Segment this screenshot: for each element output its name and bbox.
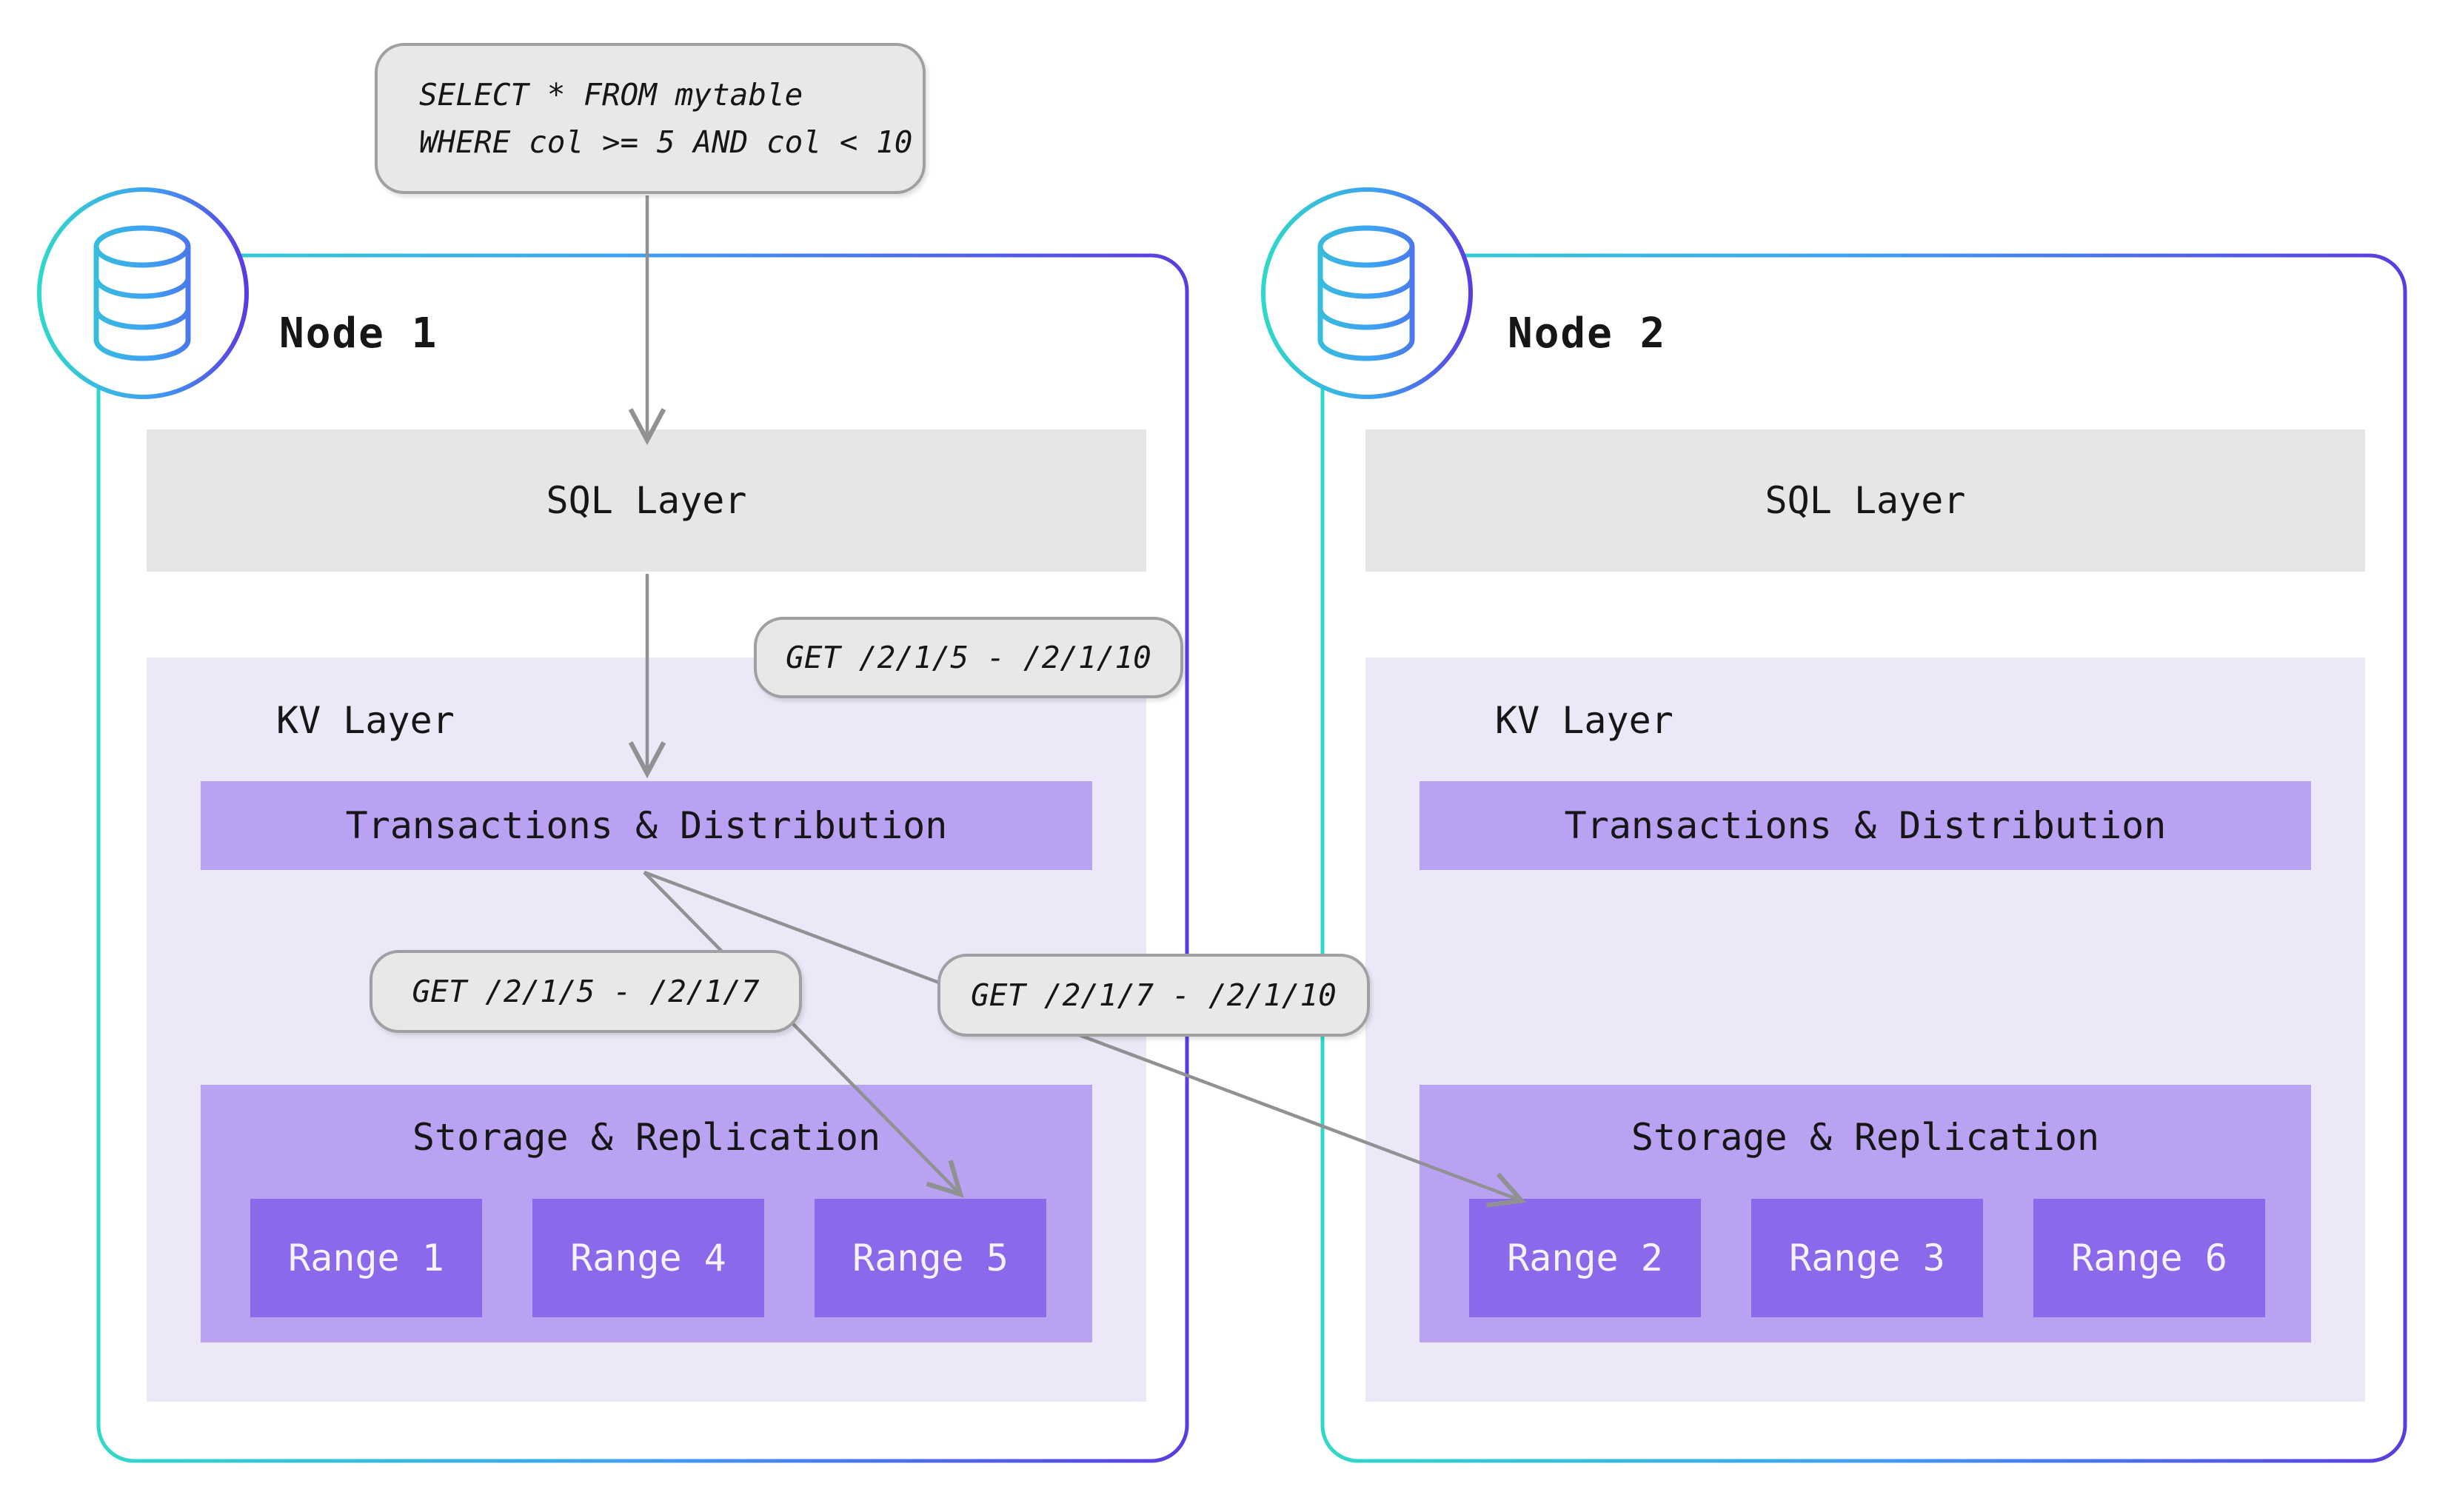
node2-kv-layer-label: KV Layer <box>1495 699 1673 742</box>
sql-query-line2: WHERE col >= 5 AND col < 10 <box>419 124 913 160</box>
node1-border <box>96 253 1189 1463</box>
node2-transactions-label: Transactions & Distribution <box>1564 804 2167 847</box>
node2-storage-label: Storage & Replication <box>1631 1116 2100 1159</box>
range-label: Range 1 <box>288 1237 444 1279</box>
node2-range-3: Range 3 <box>1751 1199 1983 1317</box>
node2-range-2: Range 2 <box>1469 1199 1701 1317</box>
node1-range-1: Range 1 <box>250 1199 482 1317</box>
get-range-label: GET /2/1/5 - /2/1/7 <box>412 974 760 1009</box>
get-range-bubble-full: GET /2/1/5 - /2/1/10 <box>754 617 1183 698</box>
range-label: Range 4 <box>570 1237 726 1279</box>
node2-border <box>1320 253 2407 1463</box>
node1-sql-layer-label: SQL Layer <box>546 479 747 522</box>
node1-kv-layer-label: KV Layer <box>276 699 455 742</box>
database-icon <box>37 187 249 399</box>
sql-query-line1: SELECT * FROM mytable <box>419 77 803 113</box>
node1-sql-layer: SQL Layer <box>147 429 1146 572</box>
node2-title: Node 2 <box>1508 310 1667 358</box>
node1-transactions-distribution: Transactions & Distribution <box>201 781 1092 870</box>
node2-sql-layer-label: SQL Layer <box>1765 479 1966 522</box>
get-range-bubble-left-split: GET /2/1/5 - /2/1/7 <box>370 950 802 1033</box>
node2-range-6: Range 6 <box>2033 1199 2265 1317</box>
range-label: Range 5 <box>852 1237 1009 1279</box>
get-range-bubble-right-split: GET /2/1/7 - /2/1/10 <box>937 954 1370 1037</box>
node1-transactions-label: Transactions & Distribution <box>345 804 948 847</box>
node1-range-4: Range 4 <box>532 1199 764 1317</box>
range-label: Range 2 <box>1507 1237 1663 1279</box>
node1-title: Node 1 <box>279 310 438 358</box>
range-label: Range 3 <box>1789 1237 1945 1279</box>
node1-storage-label: Storage & Replication <box>412 1116 881 1159</box>
get-range-label: GET /2/1/7 - /2/1/10 <box>971 977 1337 1013</box>
range-label: Range 6 <box>2071 1237 2227 1279</box>
get-range-label: GET /2/1/5 - /2/1/10 <box>786 640 1151 675</box>
sql-query-bubble: SELECT * FROM mytable WHERE col >= 5 AND… <box>375 43 926 194</box>
node1-range-5: Range 5 <box>815 1199 1046 1317</box>
node2-transactions-distribution: Transactions & Distribution <box>1420 781 2311 870</box>
node2-sql-layer: SQL Layer <box>1365 429 2365 572</box>
database-icon <box>1261 187 1473 399</box>
